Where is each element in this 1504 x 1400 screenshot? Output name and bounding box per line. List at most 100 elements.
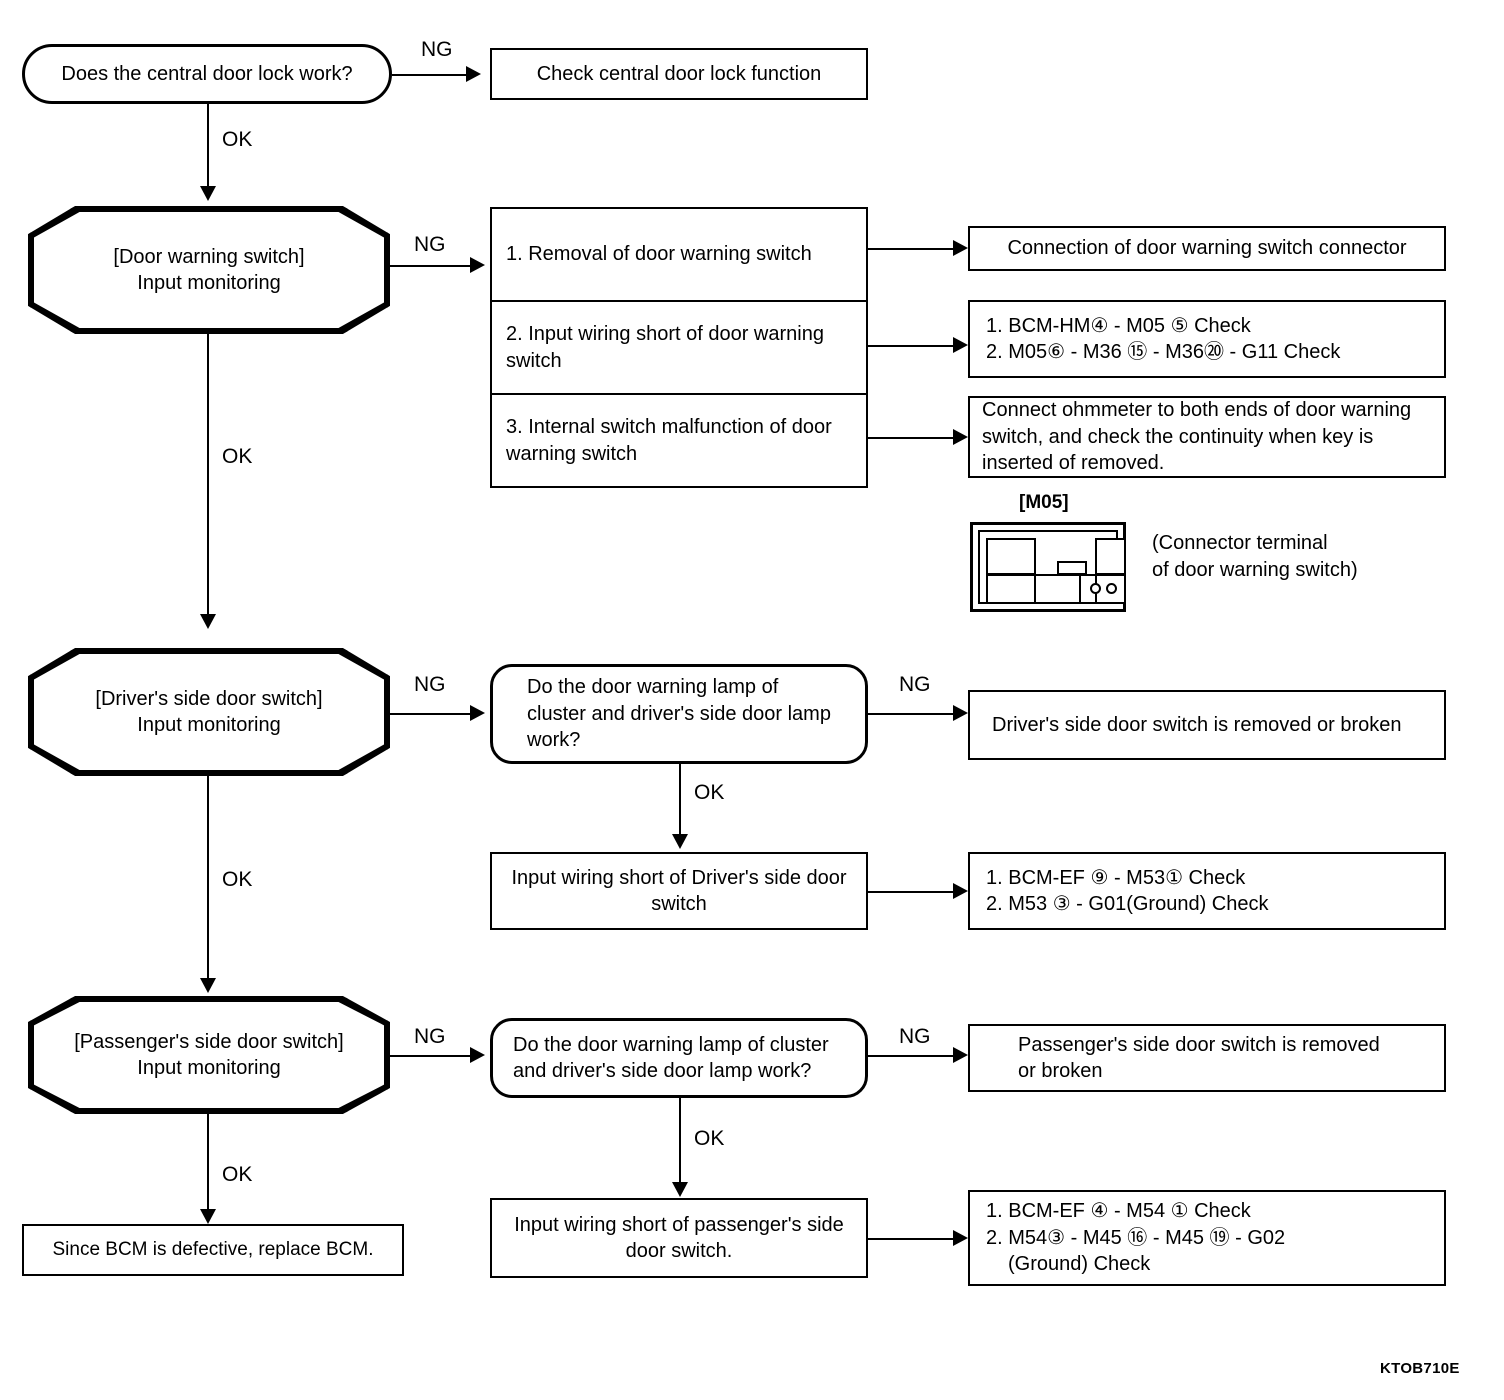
arrowhead-cause2-to-action2 [953, 337, 968, 353]
node-replace-bcm-label: Since BCM is defective, replace BCM. [52, 1239, 374, 1261]
node-dws-cause-2[interactable]: 2. Input wiring short of door warning sw… [492, 300, 866, 393]
arrowhead-dws-to-driver [200, 614, 216, 629]
edge-label-ng-1: NG [421, 38, 453, 61]
arrowhead-lampq-to-wiring-short [672, 834, 688, 849]
connector-pinout-graphic [970, 522, 1126, 612]
edge-label-ok-4: OK [222, 868, 253, 891]
node-driver-switch-monitor[interactable]: [Driver's side door switch] Input monito… [28, 648, 390, 776]
node-dws-action-2[interactable]: 1. BCM-HM④ - M05 ⑤ Check 2. M05⑥ - M36 ⑮… [968, 300, 1446, 378]
edge-driver-to-lampq [390, 713, 472, 715]
arrowhead-dws-to-causes [470, 257, 485, 273]
node-driver-check-line-2: 2. M53 ③ - G01(Ground) Check [986, 893, 1269, 915]
arrowhead-lampq-to-driver-removed [953, 705, 968, 721]
node-driver-switch-monitor-label: [Driver's side door switch] Input monito… [95, 687, 323, 736]
edge-lampq-to-driver-removed [868, 713, 958, 715]
edge-dws-to-driver [207, 334, 209, 624]
edge-passenger-wiring-to-check [868, 1238, 958, 1240]
arrowhead-driver-to-passenger [200, 978, 216, 993]
edge-label-ng-5: NG [414, 1025, 446, 1048]
edge-lampq-to-wiring-short [679, 764, 681, 842]
arrowhead-cause3-to-action3 [953, 429, 968, 445]
node-replace-bcm[interactable]: Since BCM is defective, replace BCM. [22, 1224, 404, 1276]
edge-dws-to-causes [390, 265, 472, 267]
edge-label-ng-3: NG [414, 673, 446, 696]
edge-label-ng-4: NG [899, 673, 931, 696]
node-passenger-switch-removed[interactable]: Passenger's side door switch is removed … [968, 1024, 1446, 1092]
edge-driver-wiring-to-check [868, 891, 958, 893]
arrowhead-q1-to-dws [200, 186, 216, 201]
edge-label-ng-6: NG [899, 1025, 931, 1048]
arrowhead-q1-to-check [466, 66, 481, 82]
arrowhead-plampq-to-passenger-removed [953, 1047, 968, 1063]
node-passenger-check[interactable]: 1. BCM-EF ④ - M54 ① Check 2. M54③ - M45 … [968, 1190, 1446, 1286]
node-passenger-wiring-short[interactable]: Input wiring short of passenger's side d… [490, 1198, 868, 1278]
arrowhead-driver-to-lampq [470, 705, 485, 721]
node-dws-cause-1[interactable]: 1. Removal of door warning switch [506, 243, 812, 266]
node-passenger-switch-removed-label: Passenger's side door switch is removed … [1018, 1033, 1380, 1082]
footer-document-code: KTOB710E [1380, 1360, 1460, 1377]
node-passenger-lamp-question[interactable]: Do the door warning lamp of cluster and … [490, 1018, 868, 1098]
node-passenger-check-line-1: 1. BCM-EF ④ - M54 ① Check [986, 1200, 1251, 1223]
node-dws-action-1-label: Connection of door warning switch connec… [1007, 237, 1407, 260]
edge-cause3-to-action3 [868, 437, 958, 439]
node-passenger-wiring-short-label: Input wiring short of passenger's side d… [514, 1213, 844, 1262]
edge-q1-to-check [392, 74, 468, 76]
node-dws-action-2-lines: 1. BCM-HM④ - M05 ⑤ Check 2. M05⑥ - M36 ⑮… [970, 313, 1444, 366]
edge-cause2-to-action2 [868, 345, 958, 347]
node-door-warning-switch-monitor-label: [Door warning switch] Input monitoring [113, 245, 305, 294]
node-passenger-lamp-question-label: Do the door warning lamp of cluster and … [513, 1033, 829, 1082]
edge-driver-to-passenger [207, 776, 209, 988]
connector-caption: (Connector terminal of door warning swit… [1152, 532, 1358, 581]
node-driver-switch-removed[interactable]: Driver's side door switch is removed or … [968, 690, 1446, 760]
node-driver-wiring-short-label: Input wiring short of Driver's side door… [511, 866, 847, 915]
node-driver-check[interactable]: 1. BCM-EF ⑨ - M53① Check 2. M53 ③ - G01(… [968, 852, 1446, 930]
node-door-warning-switch-monitor[interactable]: [Door warning switch] Input monitoring [28, 206, 390, 334]
edge-passenger-to-replace-bcm [207, 1114, 209, 1218]
connector-cell-top-right [1095, 538, 1126, 575]
node-driver-lamp-question-label: Do the door warning lamp of cluster and … [527, 676, 831, 752]
node-passenger-switch-monitor-label: [Passenger's side door switch] Input mon… [74, 1030, 344, 1079]
arrowhead-plampq-to-wiring-short [672, 1182, 688, 1197]
connector-cell-top-left [986, 538, 1036, 575]
edge-passenger-to-lampq [390, 1055, 472, 1057]
arrowhead-passenger-to-lampq [470, 1047, 485, 1063]
connector-cell-bottom-1 [986, 574, 1036, 604]
node-dws-action-3-label: Connect ohmmeter to both ends of door wa… [982, 399, 1412, 475]
edge-label-ok-5: OK [694, 1127, 725, 1150]
node-dws-causes-box[interactable]: 1. Removal of door warning switch 2. Inp… [490, 207, 868, 488]
connector-label: [M05] [1019, 492, 1069, 513]
edge-cause1-to-action1 [868, 248, 958, 250]
node-passenger-check-line-3: (Ground) Check [1008, 1253, 1151, 1276]
arrowhead-passenger-wiring-to-check [953, 1230, 968, 1246]
node-driver-lamp-question[interactable]: Do the door warning lamp of cluster and … [490, 664, 868, 764]
node-driver-switch-removed-label: Driver's side door switch is removed or … [992, 713, 1402, 736]
node-dws-action-2-line-2: 2. M05⑥ - M36 ⑮ - M36⑳ - G11 Check [986, 341, 1341, 363]
edge-label-ok-3: OK [694, 781, 725, 804]
arrowhead-passenger-to-replace-bcm [200, 1209, 216, 1224]
connector-cell-bottom-2 [1034, 574, 1081, 604]
connector-cell-center-tab [1057, 561, 1087, 575]
node-check-central-door-lock-label: Check central door lock function [536, 62, 822, 85]
node-central-door-lock-question-label: Does the central door lock work? [61, 62, 353, 85]
node-central-door-lock-question[interactable]: Does the central door lock work? [22, 44, 392, 104]
node-dws-cause-3[interactable]: 3. Internal switch malfunction of door w… [492, 393, 866, 486]
connector-terminal-hole-2 [1106, 583, 1117, 594]
arrowhead-driver-wiring-to-check [953, 883, 968, 899]
node-dws-action-3[interactable]: Connect ohmmeter to both ends of door wa… [968, 396, 1446, 478]
node-driver-wiring-short[interactable]: Input wiring short of Driver's side door… [490, 852, 868, 930]
node-check-central-door-lock[interactable]: Check central door lock function [490, 48, 868, 100]
edge-q1-to-dws [207, 104, 209, 196]
node-passenger-check-line-2: 2. M54③ - M45 ⑯ - M45 ⑲ - G02 [986, 1226, 1286, 1249]
node-dws-action-2-line-1: 1. BCM-HM④ - M05 ⑤ Check [986, 314, 1251, 337]
node-passenger-check-lines: 1. BCM-EF ④ - M54 ① Check 2. M54③ - M45 … [970, 1198, 1444, 1277]
node-driver-check-line-1: 1. BCM-EF ⑨ - M53① Check [986, 866, 1246, 889]
edge-label-ng-2: NG [414, 233, 446, 256]
connector-terminal-hole-1 [1090, 583, 1101, 594]
edge-label-ok-2: OK [222, 445, 253, 468]
arrowhead-cause1-to-action1 [953, 240, 968, 256]
node-passenger-switch-monitor[interactable]: [Passenger's side door switch] Input mon… [28, 996, 390, 1114]
node-driver-check-lines: 1. BCM-EF ⑨ - M53① Check 2. M53 ③ - G01(… [970, 865, 1444, 918]
edge-label-ok-6: OK [222, 1163, 253, 1186]
node-dws-action-1[interactable]: Connection of door warning switch connec… [968, 226, 1446, 271]
